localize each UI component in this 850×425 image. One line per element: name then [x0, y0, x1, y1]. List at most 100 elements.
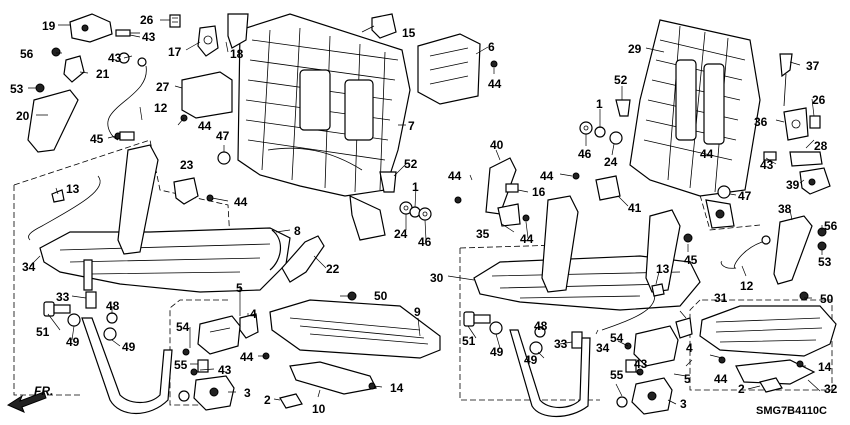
washer-24-right: [609, 131, 623, 145]
callout-44: 44: [540, 169, 554, 183]
callout-41: 41: [628, 201, 642, 215]
plate-39: [799, 167, 831, 195]
callout-51: 51: [36, 325, 50, 339]
cushion-27: [181, 71, 233, 119]
clip-50-right: [799, 291, 809, 301]
clip-44-right-c: [522, 214, 530, 222]
callout-14: 14: [818, 360, 832, 374]
callout-15: 15: [402, 26, 416, 40]
callout-12: 12: [154, 101, 168, 115]
callout-44: 44: [198, 119, 212, 133]
callout-40: 40: [490, 138, 504, 152]
bolt-33-right: [571, 331, 583, 349]
callout-33: 33: [56, 290, 70, 304]
clip-14-right: [796, 360, 804, 368]
rear-seat-back-frame-right: [629, 19, 761, 229]
cover-20: [27, 89, 79, 153]
clip-44-right-a: [572, 172, 580, 180]
hinge-37: [779, 53, 793, 107]
washer-49-left-b: [103, 327, 117, 341]
callout-55: 55: [174, 358, 188, 372]
bracket-28: [789, 151, 823, 167]
cable-13-right: [601, 283, 665, 331]
callout-56: 56: [20, 47, 34, 61]
clip-53-right: [817, 241, 827, 251]
callout-38: 38: [778, 202, 792, 216]
callout-5: 5: [236, 281, 243, 295]
latch-5-right: [633, 325, 679, 367]
screw-56-left: [51, 47, 61, 57]
callout-17: 17: [168, 45, 182, 59]
callout-39: 39: [786, 178, 800, 192]
cable-13-left: [28, 175, 101, 241]
callout-50: 50: [820, 292, 834, 306]
bolt-55-right: [616, 359, 637, 408]
callout-49: 49: [524, 353, 538, 367]
nut-1-right: [594, 126, 606, 138]
callout-46: 46: [418, 235, 432, 249]
callout-53: 53: [818, 255, 832, 269]
callout-7: 7: [408, 119, 415, 133]
callout-51: 51: [462, 334, 476, 348]
callout-6: 6: [488, 40, 495, 54]
callout-50: 50: [374, 289, 388, 303]
callout-49: 49: [66, 335, 80, 349]
callout-13: 13: [66, 182, 80, 196]
bolt-45-right: [683, 233, 693, 243]
callout-34: 34: [596, 341, 610, 355]
callout-55: 55: [610, 368, 624, 382]
leader-lines: [28, 19, 823, 405]
seat-cushion-frame-right: [473, 195, 701, 311]
right-assembly-outline: [459, 194, 833, 401]
callout-14: 14: [390, 381, 404, 395]
bolt-52-right: [615, 99, 631, 117]
bolt-51-right: [463, 311, 491, 327]
front-direction-label: FR.: [34, 384, 53, 398]
callout-54: 54: [610, 331, 624, 345]
callout-56: 56: [824, 219, 838, 233]
callout-45: 45: [90, 132, 104, 146]
bolt-45-left: [114, 131, 135, 141]
nut-1-left: [409, 206, 421, 218]
cover-41: [595, 175, 621, 201]
callout-19: 19: [42, 19, 56, 33]
cover-21: [63, 55, 85, 83]
callout-35: 35: [476, 227, 490, 241]
callout-32: 32: [824, 382, 838, 396]
callout-43: 43: [634, 357, 648, 371]
bolt-26-right: [809, 115, 821, 129]
callout-48: 48: [106, 299, 120, 313]
callout-44: 44: [488, 77, 502, 91]
nut-43-left-latch: [190, 368, 198, 376]
callout-44: 44: [520, 232, 534, 246]
callout-44: 44: [240, 350, 254, 364]
hook-15: [371, 13, 397, 39]
latch-3-left: [193, 375, 235, 411]
washer-49-right-a: [489, 321, 503, 335]
callout-18: 18: [230, 47, 244, 61]
nut-46-left: [418, 207, 432, 221]
callout-10: 10: [312, 402, 326, 416]
bracket-23: [173, 177, 199, 205]
leg-pipe-right: [509, 329, 591, 417]
callout-1: 1: [412, 180, 419, 194]
callout-44: 44: [234, 195, 248, 209]
nut-46-right: [579, 121, 593, 135]
bolt-55-left: [178, 359, 209, 402]
callout-43: 43: [142, 30, 156, 44]
callout-37: 37: [806, 59, 820, 73]
callout-48: 48: [534, 319, 548, 333]
callout-34: 34: [22, 260, 36, 274]
latch-5-left: [197, 315, 241, 355]
callout-31: 31: [714, 291, 728, 305]
callout-26: 26: [140, 13, 154, 27]
callout-52: 52: [404, 157, 418, 171]
callout-33: 33: [554, 337, 568, 351]
callout-2: 2: [738, 382, 745, 396]
callout-21: 21: [96, 67, 110, 81]
diagram-code: SMG7B4110C: [756, 405, 827, 417]
bracket-32: [735, 359, 816, 385]
cable-12-left: [107, 57, 147, 141]
